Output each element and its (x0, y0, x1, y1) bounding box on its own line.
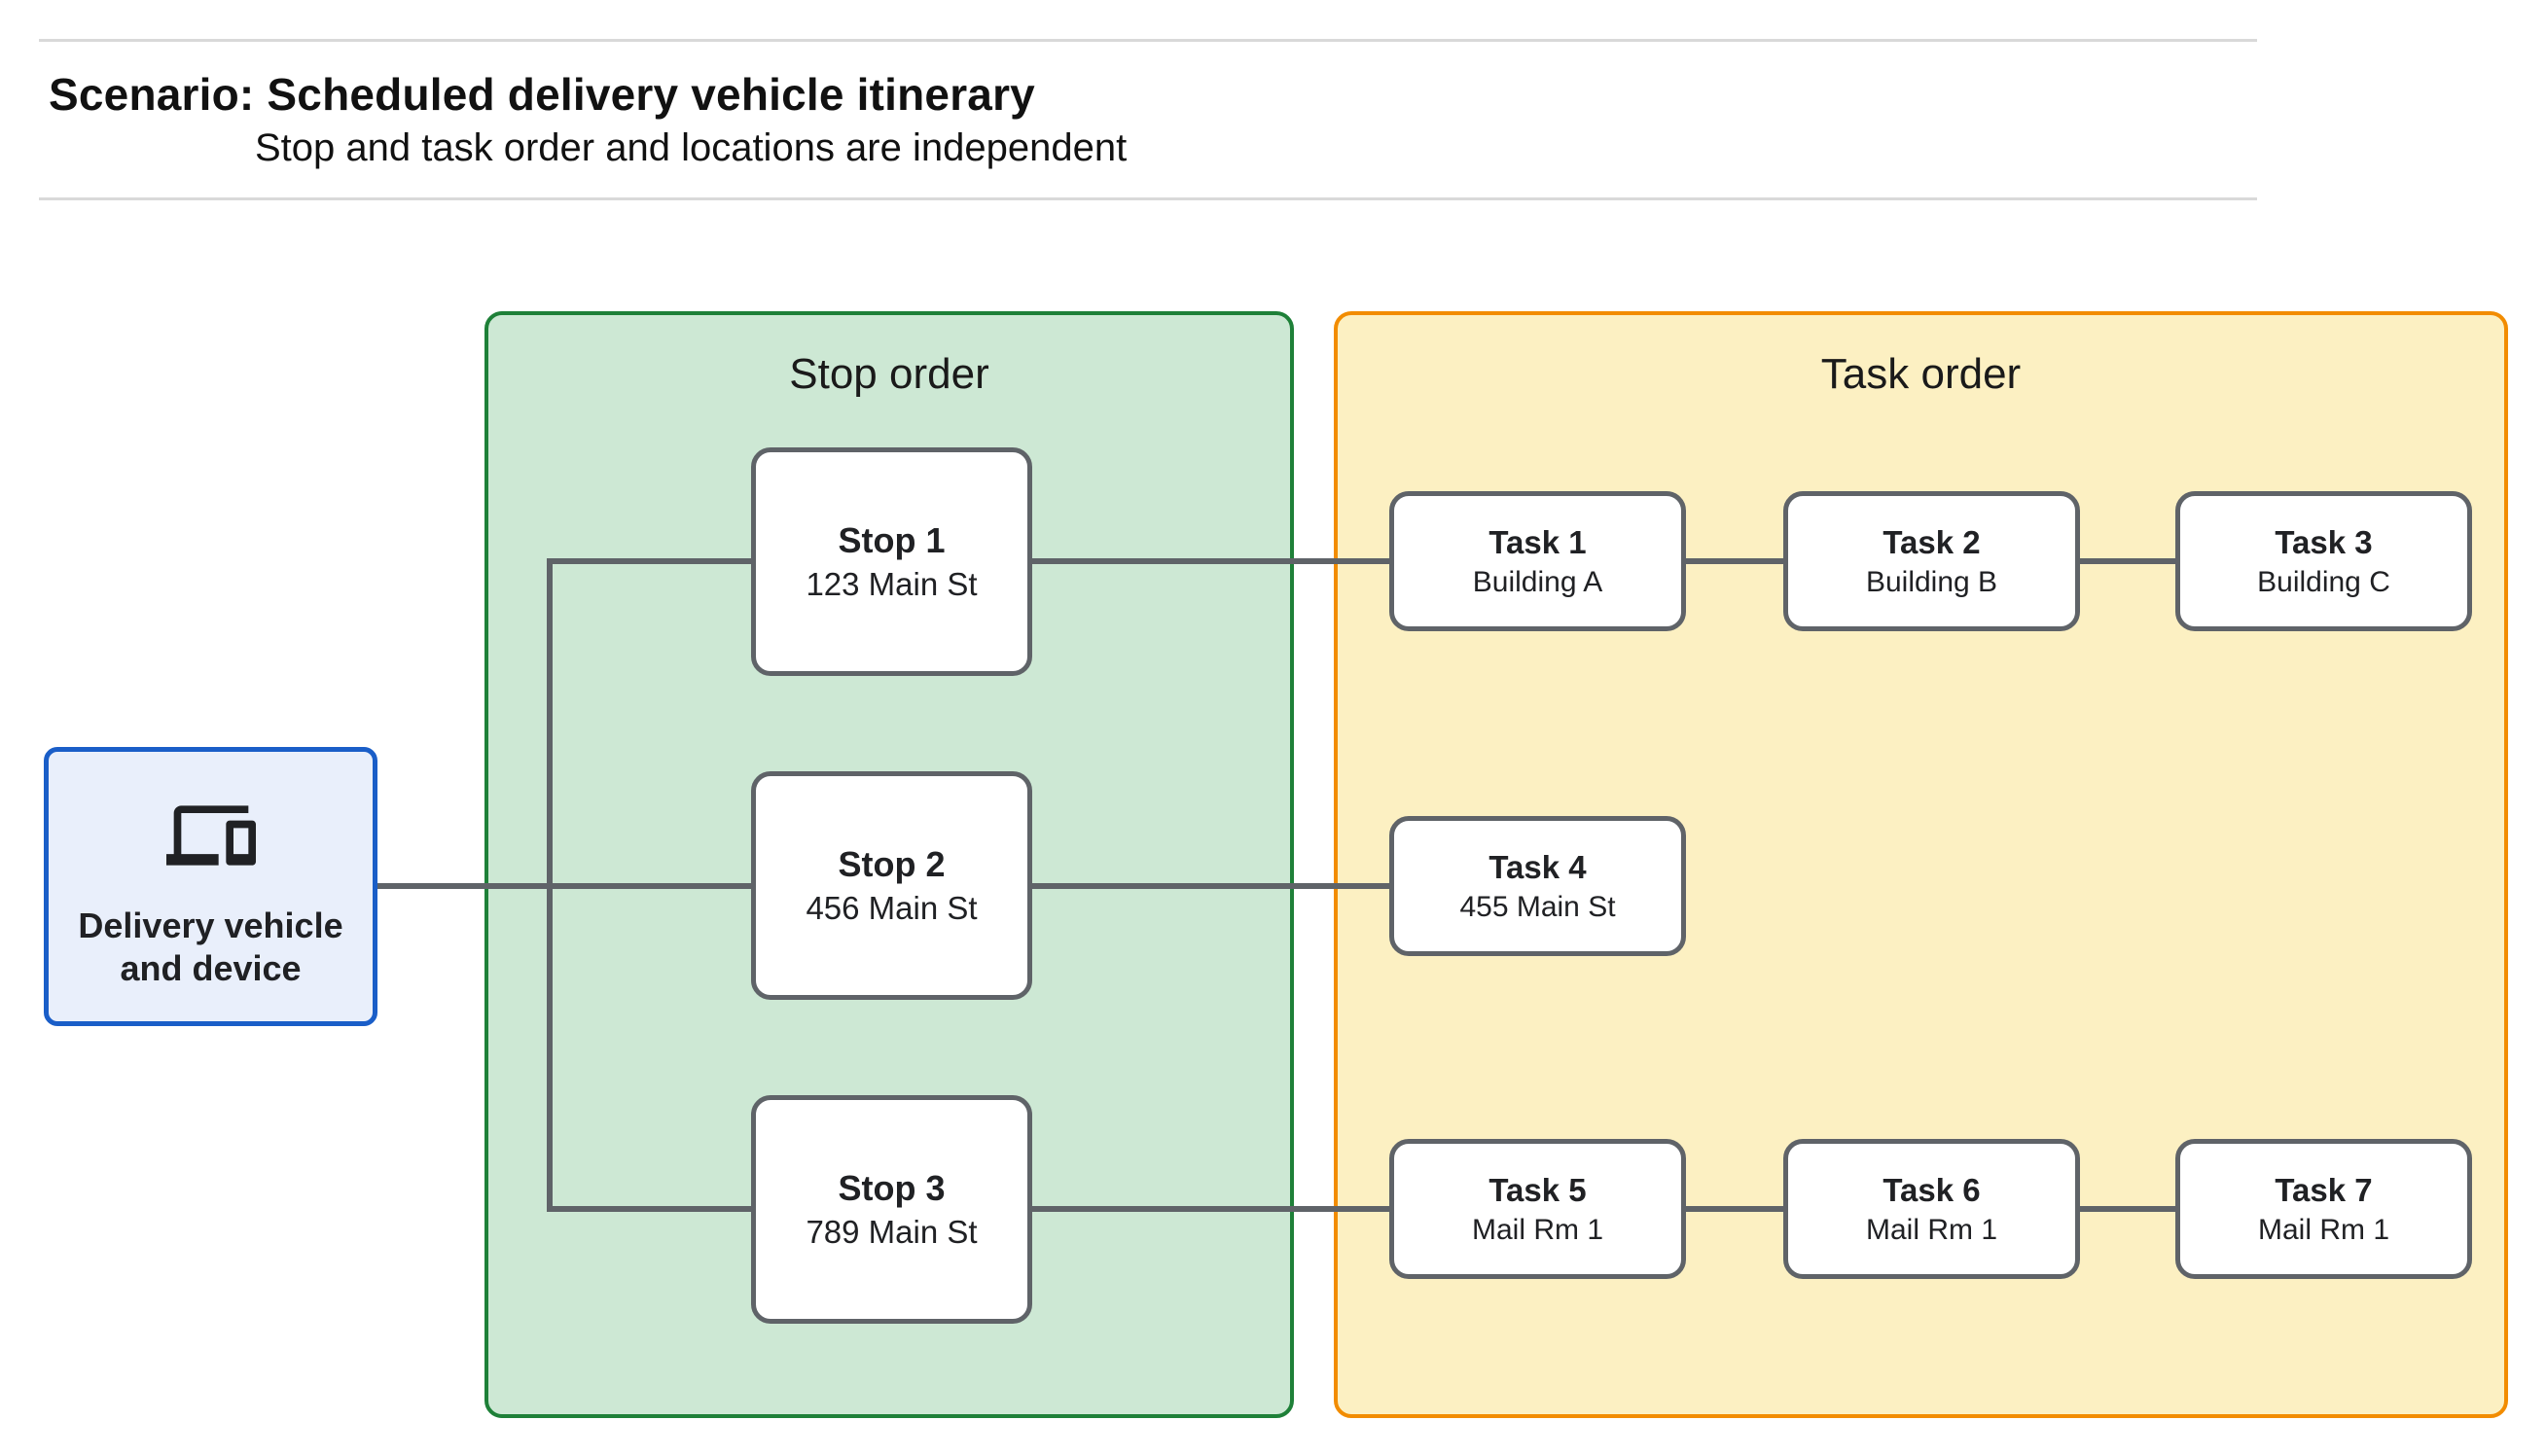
connector-stop2-to-task4 (1032, 883, 1389, 889)
task-1-name: Task 1 (1488, 523, 1587, 560)
task-6-box: Task 6 Mail Rm 1 (1783, 1139, 2080, 1279)
connector-trunk-to-stop3 (547, 1206, 751, 1212)
task-5-location: Mail Rm 1 (1471, 1213, 1603, 1246)
stop-order-panel-title: Stop order (789, 350, 989, 398)
stop-1-box: Stop 1 123 Main St (751, 447, 1032, 676)
task-1-location: Building A (1472, 565, 1603, 598)
stop-2-name: Stop 2 (838, 843, 946, 884)
task-4-name: Task 4 (1488, 848, 1587, 885)
task-2-location: Building B (1865, 565, 1998, 598)
connector-task5-to-task6 (1686, 1206, 1783, 1212)
task-7-box: Task 7 Mail Rm 1 (2175, 1139, 2472, 1279)
delivery-vehicle-box: Delivery vehicle and device (44, 747, 377, 1026)
delivery-vehicle-label: Delivery vehicle and device (78, 906, 343, 989)
page-title: Scenario: Scheduled delivery vehicle iti… (49, 69, 1035, 120)
stop-2-location: 456 Main St (806, 890, 978, 927)
connector-trunk-to-stop1 (547, 558, 751, 564)
stop-3-box: Stop 3 789 Main St (751, 1095, 1032, 1324)
task-6-location: Mail Rm 1 (1865, 1213, 1997, 1246)
task-2-box: Task 2 Building B (1783, 491, 2080, 631)
task-3-location: Building C (2257, 565, 2390, 598)
connector-stop3-to-task5 (1032, 1206, 1389, 1212)
stop-1-location: 123 Main St (806, 566, 978, 603)
stop-3-location: 789 Main St (806, 1214, 978, 1251)
task-5-box: Task 5 Mail Rm 1 (1389, 1139, 1686, 1279)
header-divider (39, 197, 2257, 200)
task-4-location: 455 Main St (1459, 890, 1616, 923)
page-subtitle: Stop and task order and locations are in… (255, 126, 1128, 169)
task-7-location: Mail Rm 1 (2257, 1213, 2389, 1246)
task-7-name: Task 7 (2275, 1171, 2373, 1208)
task-4-box: Task 4 455 Main St (1389, 816, 1686, 956)
connector-device-to-stop2 (377, 883, 751, 889)
task-3-box: Task 3 Building C (2175, 491, 2472, 631)
stop-2-box: Stop 2 456 Main St (751, 771, 1032, 1000)
top-divider (39, 39, 2257, 42)
task-5-name: Task 5 (1488, 1171, 1587, 1208)
task-1-box: Task 1 Building A (1389, 491, 1686, 631)
devices-icon (165, 791, 256, 880)
stop-3-name: Stop 3 (838, 1167, 946, 1208)
task-6-name: Task 6 (1883, 1171, 1981, 1208)
connector-trunk-vertical (547, 558, 553, 1212)
connector-task2-to-task3 (2080, 558, 2175, 564)
task-3-name: Task 3 (2275, 523, 2373, 560)
connector-task6-to-task7 (2080, 1206, 2175, 1212)
task-order-panel-title: Task order (1820, 350, 2022, 398)
stop-1-name: Stop 1 (838, 519, 946, 560)
task-2-name: Task 2 (1883, 523, 1981, 560)
connector-stop1-to-task1 (1032, 558, 1389, 564)
connector-task1-to-task2 (1686, 558, 1783, 564)
